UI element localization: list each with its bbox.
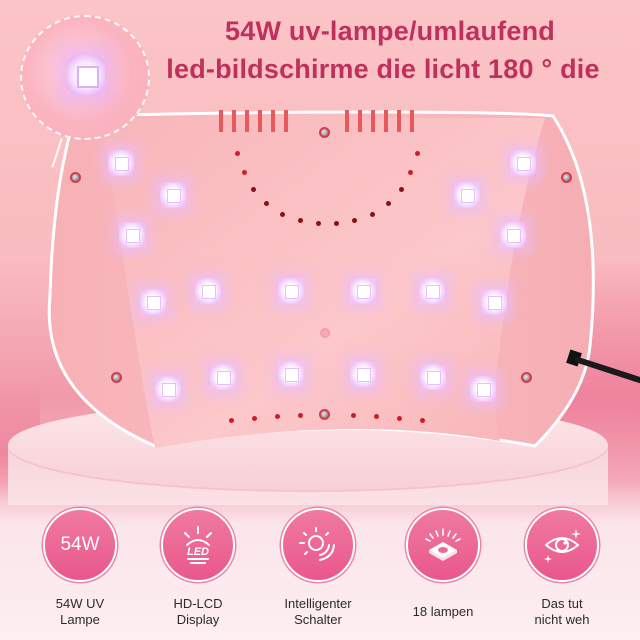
indicator-dot <box>252 416 257 421</box>
led-closeup-callout <box>20 15 150 140</box>
feature-eye-protection: Das tut nicht weh <box>502 508 622 628</box>
uv-led <box>454 182 480 208</box>
sensor-dot <box>235 151 240 156</box>
vent-slot <box>384 110 388 132</box>
sensor-dot <box>251 187 256 192</box>
uv-led <box>210 364 236 390</box>
indicator-dot <box>229 418 234 423</box>
svg-text:LED: LED <box>187 546 209 558</box>
uv-led <box>195 278 221 304</box>
uv-led <box>419 278 445 304</box>
uv-led <box>350 361 376 387</box>
vent-slot <box>258 110 262 132</box>
eye-protection-icon <box>525 508 599 582</box>
led-display-icon: LED <box>161 508 235 582</box>
feature-led-display: LED HD-LCD Display <box>138 508 258 628</box>
sensor-dot <box>334 221 339 226</box>
vent-slot <box>397 110 401 132</box>
54w-text-icon: 54W <box>43 508 117 582</box>
headline: 54W uv-lampe/umlaufend led-bildschirme d… <box>140 12 640 88</box>
uv-led <box>278 278 304 304</box>
uv-led <box>510 150 536 176</box>
sensor-dot <box>242 170 247 175</box>
vent-slot <box>245 110 249 132</box>
sensor-dot <box>316 221 321 226</box>
sensor-dot <box>264 201 269 206</box>
uv-led <box>470 376 496 402</box>
uv-led <box>155 376 181 402</box>
headline-line-1: 54W uv-lampe/umlaufend <box>225 16 555 46</box>
vent-slot <box>219 110 223 132</box>
screw <box>319 127 330 138</box>
uv-led-closeup <box>67 55 105 95</box>
vent-slot <box>371 110 375 132</box>
vent-slot <box>271 110 275 132</box>
indicator-dot <box>298 413 303 418</box>
screw <box>111 372 122 383</box>
screw <box>70 172 81 183</box>
headline-line-2: led-bildschirme die licht 180 ° die <box>166 54 600 84</box>
uv-led <box>481 289 507 315</box>
screw <box>521 372 532 383</box>
indicator-dot <box>374 414 379 419</box>
sensor-dot <box>399 187 404 192</box>
screw <box>319 409 330 420</box>
screw <box>561 172 572 183</box>
sensor-dot <box>386 201 391 206</box>
feature-label: Intelligenter Schalter <box>284 596 352 627</box>
uv-led <box>500 222 526 248</box>
feature-label: HD-LCD Display <box>173 596 223 627</box>
feature-18-lamps: 18 lampen <box>383 508 503 620</box>
feature-smart-switch: Intelligenter Schalter <box>258 508 378 628</box>
indicator-dot <box>397 416 402 421</box>
indicator-dot <box>351 413 356 418</box>
uv-led <box>119 222 145 248</box>
vent-slot <box>358 110 362 132</box>
uv-led <box>278 361 304 387</box>
vent-slot <box>410 110 414 132</box>
sensor-dot <box>280 212 285 217</box>
sensor-dot <box>370 212 375 217</box>
indicator-dot <box>275 414 280 419</box>
uv-led <box>108 150 134 176</box>
feature-row: 54W 54W UV Lampe LED <box>0 508 640 640</box>
feature-label: 54W UV Lampe <box>55 596 105 627</box>
lamp-beads-icon <box>406 508 480 582</box>
feature-label: Das tut nicht weh <box>534 596 590 627</box>
feature-label: 18 lampen <box>412 604 474 619</box>
smart-sensor-icon <box>281 508 355 582</box>
sensor-dot <box>415 151 420 156</box>
sensor-dot <box>352 218 357 223</box>
vent-slot <box>284 110 288 132</box>
sensor-button <box>320 328 330 338</box>
sensor-dot <box>298 218 303 223</box>
vent-slot <box>232 110 236 132</box>
uv-led <box>140 289 166 315</box>
feature-54w: 54W 54W UV Lampe <box>20 508 140 628</box>
sensor-dot <box>408 170 413 175</box>
vent-slot <box>345 110 349 132</box>
uv-lamp-image <box>45 96 597 466</box>
uv-led <box>160 182 186 208</box>
uv-led <box>350 278 376 304</box>
uv-led <box>420 364 446 390</box>
indicator-dot <box>420 418 425 423</box>
